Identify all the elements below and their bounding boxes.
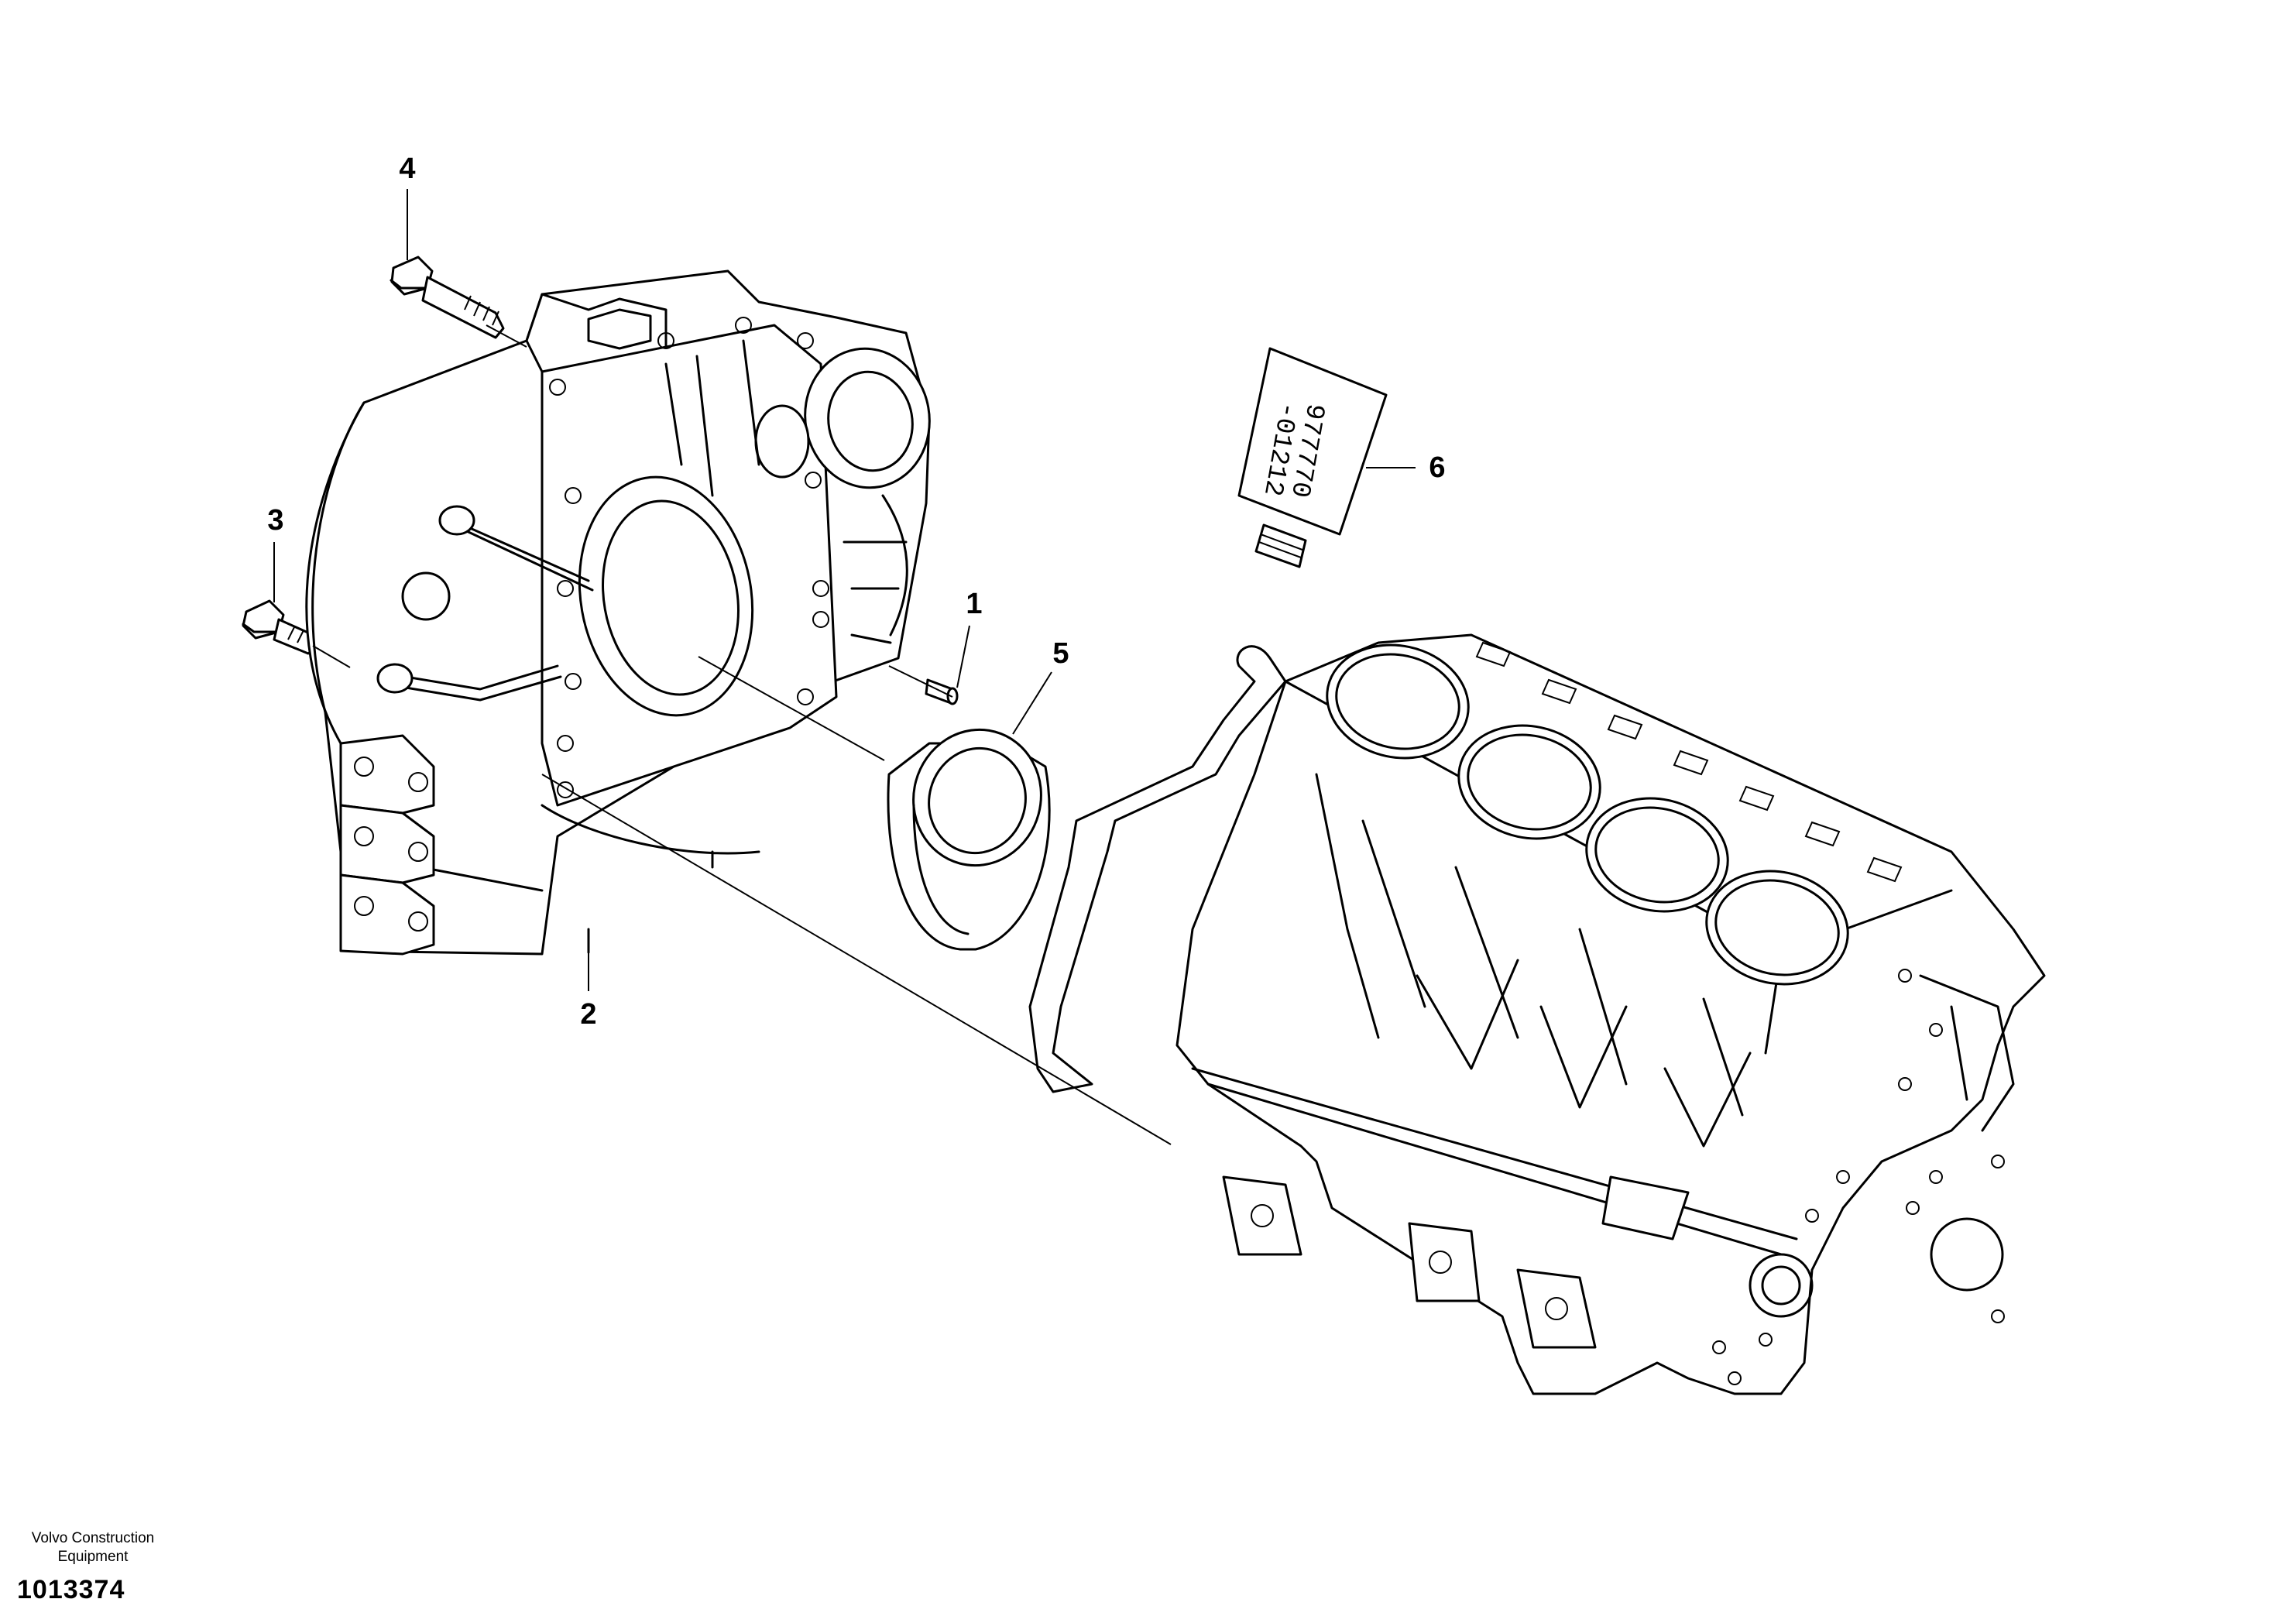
publisher-line-2: Equipment bbox=[57, 1549, 129, 1565]
block-lower-pads bbox=[1222, 1175, 1690, 1349]
callout-2: 2 bbox=[580, 998, 597, 1031]
engine-block bbox=[1175, 633, 2046, 1395]
callout-5: 5 bbox=[1052, 637, 1069, 670]
part-5-seal-ring bbox=[887, 728, 1051, 951]
publisher-line-1: Volvo Construction bbox=[31, 1530, 155, 1546]
callout-leaders bbox=[273, 189, 1416, 991]
gasket-outline bbox=[1028, 645, 1287, 1093]
leader-1 bbox=[956, 625, 970, 688]
part-6-sealant-tube: 977770 -01212 bbox=[1237, 347, 1388, 568]
part-2-flywheel-housing bbox=[305, 269, 931, 956]
publisher-label: Volvo Construction Equipment bbox=[15, 1529, 170, 1566]
callout-1: 1 bbox=[966, 588, 983, 620]
cylinder-bores bbox=[1326, 643, 1849, 986]
figure-id: 1013374 bbox=[17, 1575, 125, 1604]
callout-6: 6 bbox=[1429, 451, 1446, 484]
housing-bolt-holes bbox=[549, 317, 829, 798]
housing-mount-lugs bbox=[339, 734, 435, 956]
callout-3: 3 bbox=[267, 504, 284, 537]
callout-4: 4 bbox=[399, 153, 416, 185]
leader-5 bbox=[1012, 671, 1052, 735]
assembly-centerline bbox=[312, 324, 1172, 1145]
water-jacket-slots bbox=[1475, 641, 1903, 883]
block-bolt-holes bbox=[1712, 969, 2005, 1385]
part-3-flange-bolt bbox=[242, 599, 317, 655]
